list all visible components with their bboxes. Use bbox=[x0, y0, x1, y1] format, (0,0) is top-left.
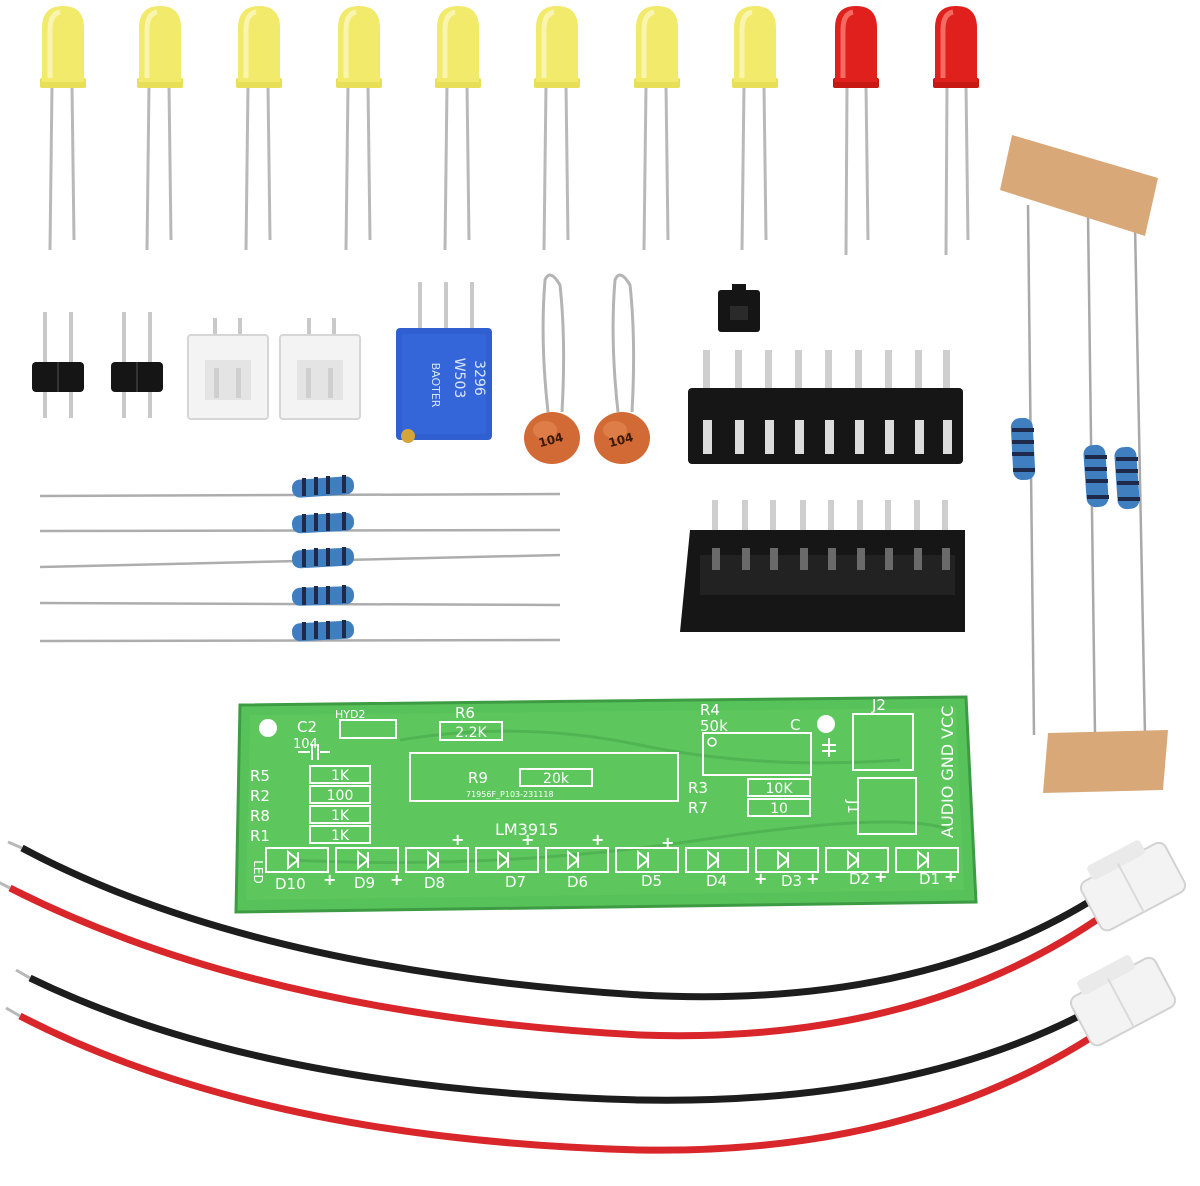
paper-tape bbox=[1043, 730, 1168, 793]
resistor bbox=[1083, 444, 1109, 508]
pcb-label-r7-value: 10 bbox=[770, 801, 788, 817]
pcb-label-d10: D10 bbox=[275, 875, 306, 893]
led-row bbox=[40, 6, 979, 255]
trimpot-marking: 3296 bbox=[471, 360, 487, 396]
paper-tape bbox=[1000, 135, 1158, 236]
pcb-plus-mark: + bbox=[754, 869, 767, 888]
trimpot-marking: BAOTER bbox=[429, 363, 442, 408]
pcb-label-d7: D7 bbox=[505, 873, 526, 891]
pcb-label-r8-value: 1K bbox=[331, 808, 350, 824]
pcb-label-r9-value: 20k bbox=[543, 771, 570, 787]
ceramic-capacitor: 104 bbox=[594, 273, 650, 464]
yellow-led bbox=[534, 6, 580, 250]
pcb-label-r3-value: 10K bbox=[766, 781, 794, 797]
ic-socket bbox=[680, 500, 965, 632]
pcb-label-r5: R5 bbox=[250, 767, 270, 785]
pcb-label-d1: D1 bbox=[919, 870, 940, 888]
pcb-label-r5-value: 1K bbox=[331, 768, 350, 784]
pcb-board: HYD2 C2 104 R6 2.2K R4 50k C J2 J1 AUDIO… bbox=[234, 695, 978, 914]
ceramic-capacitor: 104 bbox=[524, 273, 580, 464]
pcb-plus-mark: + bbox=[323, 870, 336, 889]
pcb-label-d5: D5 bbox=[641, 872, 662, 890]
jst-socket bbox=[279, 318, 361, 420]
yellow-led bbox=[137, 6, 183, 250]
pcb-label-hyd2: HYD2 bbox=[335, 708, 365, 721]
yellow-led bbox=[40, 6, 86, 251]
pin-header bbox=[111, 312, 163, 418]
pcb-label-board-code: 71956F_P103-231118 bbox=[466, 790, 554, 799]
pcb-plus-mark: + bbox=[944, 867, 957, 886]
pcb-plus-mark: + bbox=[390, 870, 403, 889]
pcb-label-c2: C2 bbox=[297, 718, 317, 736]
resistor bbox=[39, 512, 561, 534]
pcb-label-d4: D4 bbox=[706, 872, 727, 890]
pcb-label-d2: D2 bbox=[849, 870, 870, 888]
pin-header bbox=[32, 312, 84, 418]
pcb-label-c2-value: 104 bbox=[293, 737, 318, 752]
pcb-plus-mark: + bbox=[661, 833, 674, 852]
capacitor-marking: 104 bbox=[537, 430, 565, 450]
pcb-plus-mark: + bbox=[806, 869, 819, 888]
pcb-plus-mark: + bbox=[591, 830, 604, 849]
pcb-label-j2: J2 bbox=[871, 696, 886, 714]
pcb-label-r3: R3 bbox=[688, 779, 708, 797]
pcb-label-led: LED bbox=[251, 860, 265, 884]
resistor bbox=[1114, 446, 1140, 510]
resistor bbox=[1010, 417, 1036, 481]
led-footprints bbox=[265, 847, 959, 873]
cable bbox=[0, 840, 1187, 1040]
trimpot: 3296 W503 BAOTER bbox=[396, 282, 492, 443]
pcb-label-j1: J1 bbox=[844, 799, 862, 814]
pcb-plus-mark: + bbox=[451, 830, 464, 849]
pcb-label-r1: R1 bbox=[250, 827, 270, 845]
jumper-cap bbox=[718, 284, 760, 332]
yellow-led bbox=[634, 6, 680, 250]
resistor bbox=[39, 620, 561, 643]
trimpot-marking: W503 bbox=[451, 358, 467, 399]
ic-pins bbox=[703, 350, 950, 400]
resistor bbox=[39, 547, 561, 569]
red-led bbox=[833, 6, 879, 256]
pcb-label-r7: R7 bbox=[688, 799, 708, 817]
pcb-label-r2: R2 bbox=[250, 787, 270, 805]
pcb-label-r1-value: 1K bbox=[331, 828, 350, 844]
cable bbox=[5, 955, 1177, 1154]
yellow-led bbox=[732, 6, 778, 250]
pcb-label-d6: D6 bbox=[567, 873, 588, 891]
jst-plug bbox=[1079, 840, 1187, 932]
pcb-label-r4-value: 50k bbox=[700, 717, 728, 735]
jst-socket bbox=[187, 318, 269, 420]
ic-chip bbox=[688, 350, 963, 464]
pcb-label-chip: LM3915 bbox=[495, 820, 558, 839]
jst-plug bbox=[1069, 955, 1177, 1047]
pcb-plus-mark: + bbox=[874, 867, 887, 886]
pcb-label-d9: D9 bbox=[354, 874, 375, 892]
loose-resistors bbox=[39, 475, 561, 643]
taped-resistors bbox=[1000, 135, 1168, 793]
pcb-label-r6: R6 bbox=[455, 704, 475, 722]
pcb-label-c: C bbox=[790, 716, 800, 734]
pcb-label-d8: D8 bbox=[424, 874, 445, 892]
resistor bbox=[39, 585, 561, 607]
red-led bbox=[933, 6, 979, 255]
pcb-label-r8: R8 bbox=[250, 807, 270, 825]
resistor bbox=[39, 475, 561, 498]
yellow-led bbox=[236, 6, 282, 250]
pcb-label-r6-value: 2.2K bbox=[455, 725, 487, 741]
yellow-led bbox=[435, 6, 481, 250]
pcb-plus-mark: + bbox=[521, 830, 534, 849]
pcb-label-d3: D3 bbox=[781, 872, 802, 890]
pcb-label-r9: R9 bbox=[468, 769, 488, 787]
pcb-label-r2-value: 100 bbox=[327, 788, 354, 804]
yellow-led bbox=[336, 6, 382, 250]
pcb-label-r4: R4 bbox=[700, 701, 720, 719]
capacitor-marking: 104 bbox=[607, 430, 635, 450]
pcb-label-audio-gnd-vcc: AUDIO GND VCC bbox=[938, 706, 957, 838]
